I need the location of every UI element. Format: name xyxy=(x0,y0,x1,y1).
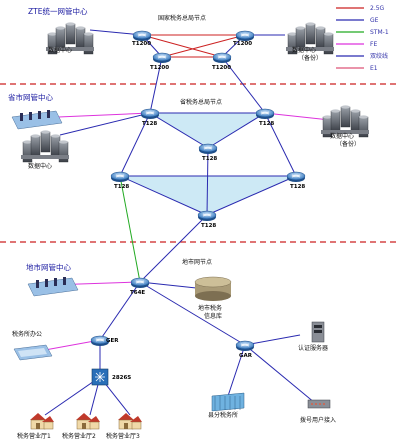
dialup-label: 拨号用户接入 xyxy=(300,416,336,424)
router-label: T128 xyxy=(290,184,305,190)
local-db-icon xyxy=(194,276,232,301)
legend-label: GE xyxy=(370,17,379,24)
tax-office-label: 税务所办公 xyxy=(12,330,42,338)
data-center-provincial-icon xyxy=(21,130,69,163)
router-label: T1200 xyxy=(132,41,151,47)
hall1-icon xyxy=(30,413,54,430)
hall3-icon xyxy=(118,413,142,430)
auth-server-icon xyxy=(311,321,325,343)
links-local xyxy=(44,281,316,416)
dialup-modem-icon xyxy=(307,399,331,409)
link-fe-tax-office xyxy=(44,339,101,351)
router-gar[interactable]: GAR xyxy=(235,340,255,359)
router-label: T128 xyxy=(259,121,274,127)
router-label: T128 xyxy=(201,223,216,229)
legend-label: E1 xyxy=(370,65,378,72)
provincial-ring-shade xyxy=(150,113,265,148)
router-label: T1200 xyxy=(150,65,169,71)
router-p5[interactable]: T128 xyxy=(286,171,305,190)
data-center-provincial-backup-icon xyxy=(321,105,369,138)
hall1-label: 税务营业厅1 xyxy=(17,432,51,440)
county-bureau-label: 县分税务所 xyxy=(208,411,238,419)
router-label: T128 xyxy=(202,156,217,162)
router-p4[interactable]: T128 xyxy=(110,171,129,190)
data-center-national-backup-icon xyxy=(286,22,334,55)
router-l1[interactable]: T64E xyxy=(130,277,150,296)
router-label: GAR xyxy=(239,353,253,359)
national-nodes-label: 国家税务总局节点 xyxy=(158,14,206,22)
router-n1[interactable]: T1200 xyxy=(132,30,152,47)
legend-label: 2.5G xyxy=(370,5,385,12)
provincial-nodes-label: 省税务总局节点 xyxy=(180,98,222,106)
provincial-center-workstations-icon xyxy=(11,110,63,130)
router-p2[interactable]: T128 xyxy=(255,108,274,127)
switch-2826s[interactable]: 2826S xyxy=(91,368,131,386)
hall3-label: 税务营业厅3 xyxy=(106,432,140,440)
data-center-national-icon xyxy=(46,22,94,55)
legend-label: 双绞线 xyxy=(370,52,388,60)
dc-provincial-label: 数据中心 xyxy=(28,162,52,170)
local-center-title: 地市网管中心 xyxy=(26,262,71,272)
router-label: GER xyxy=(106,338,119,344)
legend: 2.5G GE STM-1FE 双绞线 E1 xyxy=(336,5,389,72)
router-label: T1200 xyxy=(212,65,231,71)
router-p1[interactable]: T128 xyxy=(140,108,160,127)
router-label: T128 xyxy=(114,184,129,190)
router-n3[interactable]: T1200 xyxy=(150,52,172,71)
local-db-label: 地市税务信息库 xyxy=(198,304,222,320)
router-ger[interactable]: GER xyxy=(90,335,119,346)
local-nodes-label: 地市网节点 xyxy=(182,258,212,266)
legend-label: STM-1 xyxy=(370,29,389,36)
switch-label: 2826S xyxy=(112,375,131,381)
links-provincial xyxy=(59,112,297,283)
local-center-workstations-icon xyxy=(27,277,79,297)
dc-national-label: 数据中心 xyxy=(48,46,72,54)
link-stm1 xyxy=(119,175,141,283)
router-label: T128 xyxy=(142,121,157,127)
dc-national-backup-label: 数据中心（备份） xyxy=(292,46,322,62)
router-p6[interactable]: T128 xyxy=(197,210,216,229)
link-fe-provincial-backup xyxy=(264,112,331,121)
router-label: T64E xyxy=(130,290,145,296)
national-center-title: ZTE统一网管中心 xyxy=(28,6,88,16)
hall2-icon xyxy=(76,413,100,430)
router-p3[interactable]: T128 xyxy=(198,143,217,162)
tax-office-icon xyxy=(13,344,53,361)
provincial-lower-shade xyxy=(120,176,296,215)
legend-label: FE xyxy=(370,41,377,48)
router-n2[interactable]: T1200 xyxy=(233,30,255,47)
county-bureau-icon xyxy=(211,392,245,412)
hall2-label: 税务营业厅2 xyxy=(62,432,96,440)
dc-provincial-backup-label: 数据中心（备份） xyxy=(330,132,360,148)
router-label: T1200 xyxy=(233,41,252,47)
links-national xyxy=(141,34,246,58)
router-n4[interactable]: T1200 xyxy=(212,52,232,71)
auth-server-label: 认证服务器 xyxy=(298,344,328,352)
provincial-center-title: 省市网管中心 xyxy=(8,92,53,102)
